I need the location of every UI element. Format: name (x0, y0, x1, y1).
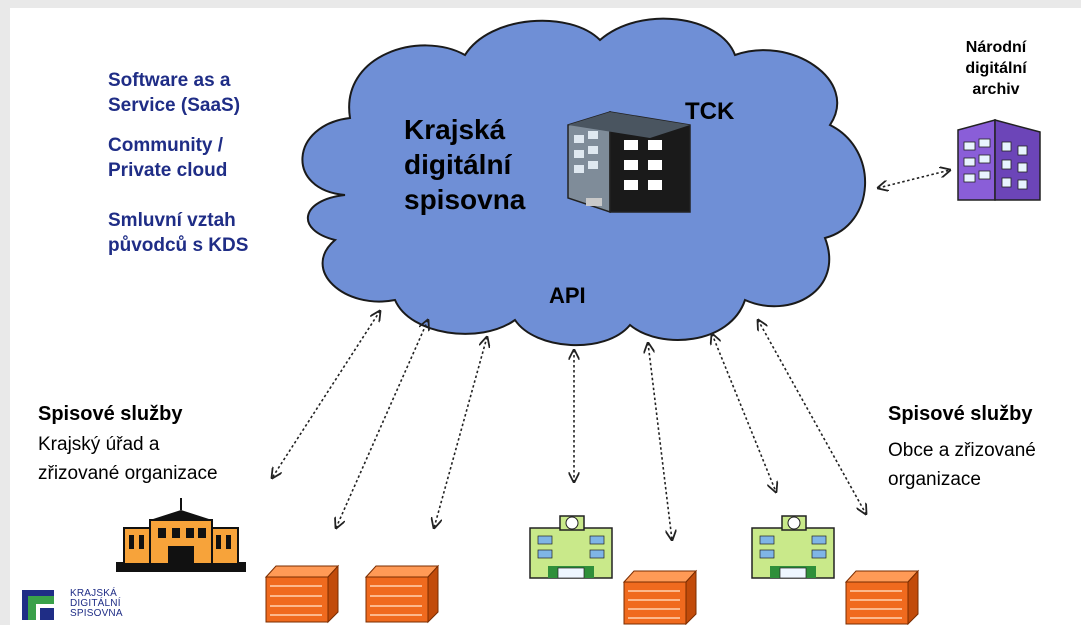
regional-office-building-icon (116, 498, 246, 572)
municipal-building-icon-2 (751, 515, 835, 579)
kds-logo-icon (22, 590, 54, 620)
server-stack-icon-1 (264, 564, 340, 624)
connection-arrows (272, 170, 950, 540)
server-stack-icon-2 (364, 564, 440, 624)
link-arrow-2 (336, 320, 428, 528)
archive-link-arrow (878, 170, 950, 188)
link-arrow-1 (272, 311, 380, 478)
national-archive-building-icon (957, 119, 1041, 201)
server-stack-icon-4 (844, 569, 920, 625)
right-services-subtitle: Obce a zřizované organizace (888, 440, 1036, 490)
link-arrow-7 (758, 320, 866, 514)
cloud-title: Krajská digitální spisovna (404, 114, 526, 215)
link-arrow-5 (648, 343, 672, 540)
left-services-heading: Spisové služby (38, 403, 183, 425)
api-label: API (549, 283, 586, 308)
left-services-subtitle: Krajský úřad a zřizované organizace (38, 434, 218, 484)
server-stack-icon-3 (622, 569, 698, 625)
logo-text: KRAJSKÁ DIGITÁLNÍ SPISOVNA (70, 588, 123, 619)
municipal-building-icon-1 (529, 515, 613, 579)
data-center-building-icon (567, 110, 691, 214)
national-archive-label: Národní digitální archiv (965, 39, 1027, 98)
saas-note: Software as a Service (SaaS) (108, 70, 241, 116)
right-services-heading: Spisové služby (888, 403, 1033, 425)
link-arrow-3 (434, 337, 487, 528)
tck-label: TCK (685, 98, 735, 125)
cloud-type-note: Community / Private cloud (108, 135, 228, 181)
link-arrow-6 (712, 334, 776, 492)
contract-note: Smluvní vztah původců s KDS (108, 210, 249, 256)
